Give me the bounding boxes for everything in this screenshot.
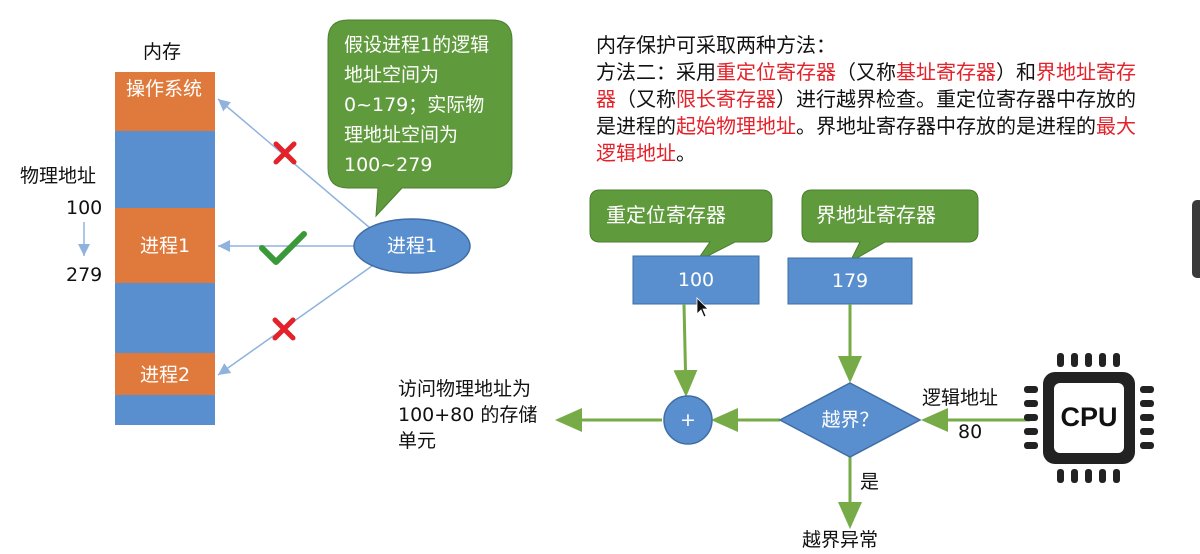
flow-reloc-to-adder	[673, 303, 698, 397]
mouse-pointer-icon	[696, 297, 709, 318]
cross-icon	[273, 141, 297, 165]
reloc-register-box	[632, 255, 760, 305]
memory-process1-block	[115, 208, 215, 283]
cpu-label: CPU	[1060, 402, 1118, 432]
memory-title: 内存	[143, 41, 182, 63]
memory-os-label: 操作系统	[125, 78, 202, 100]
memory-process2-label: 进程2	[139, 364, 191, 386]
limit-callout-shape	[801, 189, 979, 264]
logical-addr-label: 逻辑地址	[922, 387, 999, 409]
yes-label: 是	[860, 471, 880, 493]
description-heading: 内存保护可采取两种方法：	[596, 33, 836, 57]
speech-bubble-text: 假设进程1的逻辑地址空间为 0~179；实际物理地址空间为 100~279	[344, 34, 490, 176]
logical-addr-value: 80	[958, 421, 983, 443]
exception-label: 越界异常	[802, 529, 879, 551]
memory-process1-label: 进程1	[139, 235, 191, 257]
addr-end: 279	[66, 264, 103, 286]
adder-label: +	[680, 409, 696, 431]
process-ellipse-shape	[353, 218, 471, 274]
limit-callout-label: 界地址寄存器	[816, 203, 936, 227]
process-ellipse-label: 进程1	[386, 235, 438, 257]
cpu-chip-icon	[1024, 353, 1154, 483]
decision-diamond	[778, 382, 922, 458]
memory-process2-block	[115, 353, 215, 395]
reloc-callout-shape	[589, 189, 773, 263]
access-text: 访问物理地址为 100+80 的存储单元	[398, 378, 538, 452]
limit-register-value: 179	[831, 270, 869, 292]
addr-start: 100	[66, 197, 103, 219]
limit-register-box	[787, 257, 913, 305]
check-icon	[259, 231, 307, 265]
side-scroll-handle[interactable]	[1192, 200, 1200, 278]
reloc-callout-label: 重定位寄存器	[606, 203, 726, 227]
phys-addr-label: 物理地址	[20, 165, 97, 187]
memory-os-block	[115, 72, 215, 131]
cross-icon	[272, 317, 296, 341]
decision-label: 越界？	[821, 409, 879, 431]
speech-bubble-shape	[327, 19, 513, 218]
description-paragraph: 方法二：采用重定位寄存器（又称基址寄存器）和界地址寄存器（又称限长寄存器）进行越…	[596, 60, 1136, 165]
reloc-register-value: 100	[677, 269, 715, 291]
adder-circle	[663, 395, 713, 445]
